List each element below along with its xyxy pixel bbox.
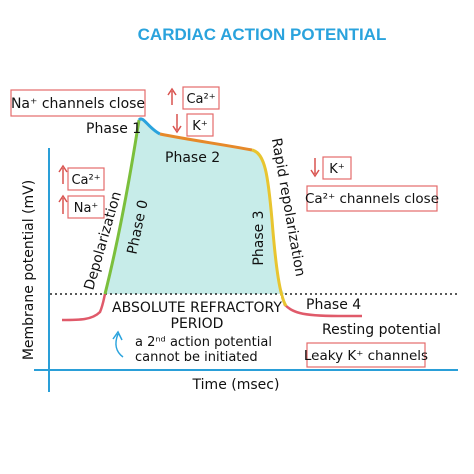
phase1-ca-up-arrow-icon — [167, 87, 177, 105]
refractory-note-line2: cannot be initiated — [135, 350, 258, 365]
left-ca-up-arrow-icon — [58, 164, 68, 184]
right-k-down-arrow-icon — [310, 158, 320, 178]
refractory-note-line1: a 2ⁿᵈ action potential — [135, 335, 272, 350]
phase0-curve — [103, 119, 141, 295]
phase1-k-label: K⁺ — [192, 119, 207, 134]
right-k-label: K⁺ — [329, 162, 344, 177]
resting-curve-left — [61, 293, 107, 322]
resting-curve-right — [283, 303, 362, 318]
refractory-label-backdrop — [113, 296, 281, 334]
refractory-note-arrow-icon — [112, 330, 124, 358]
action-potential-fill — [104, 118, 286, 294]
y-axis-label: Membrane potential (mV) — [21, 180, 37, 360]
na-channels-close-label: Na⁺ channels close — [11, 96, 145, 112]
left-ca-label: Ca²⁺ — [71, 173, 100, 188]
ca-channels-close-box — [306, 185, 438, 212]
absolute-refractory-line2: PERIOD — [171, 316, 224, 332]
phase1-curve — [137, 117, 161, 136]
phase1-k-down-arrow-icon — [172, 114, 182, 134]
na-channels-close-box — [10, 89, 146, 117]
absolute-refractory-line1: ABSOLUTE REFRACTORY — [112, 300, 282, 316]
leaky-k-channels-label: Leaky K⁺ channels — [304, 348, 428, 364]
phase2-curve — [159, 132, 253, 152]
leaky-k-channels-box — [306, 342, 426, 368]
phase4-label: Phase 4 — [306, 297, 361, 313]
phase1-ca-box — [182, 86, 220, 110]
phase3-label: Phase 3 — [251, 210, 267, 265]
phase3-curve — [251, 148, 288, 307]
phase1-ca-label: Ca²⁺ — [186, 92, 215, 107]
x-axis-label: Time (msec) — [192, 377, 280, 393]
left-na-label: Na⁺ — [74, 201, 99, 216]
ca-channels-close-label: Ca²⁺ channels close — [305, 191, 439, 207]
diagram-title: CARDIAC ACTION POTENTIAL — [138, 25, 387, 44]
left-ca-box — [67, 167, 105, 191]
left-na-box — [67, 195, 105, 219]
phase2-label: Phase 2 — [165, 150, 220, 166]
phase1-k-box — [186, 113, 214, 137]
resting-potential-label: Resting potential — [322, 322, 441, 338]
right-k-box — [322, 156, 352, 180]
left-na-up-arrow-icon — [58, 194, 68, 214]
phase1-label: Phase 1 — [86, 121, 141, 137]
